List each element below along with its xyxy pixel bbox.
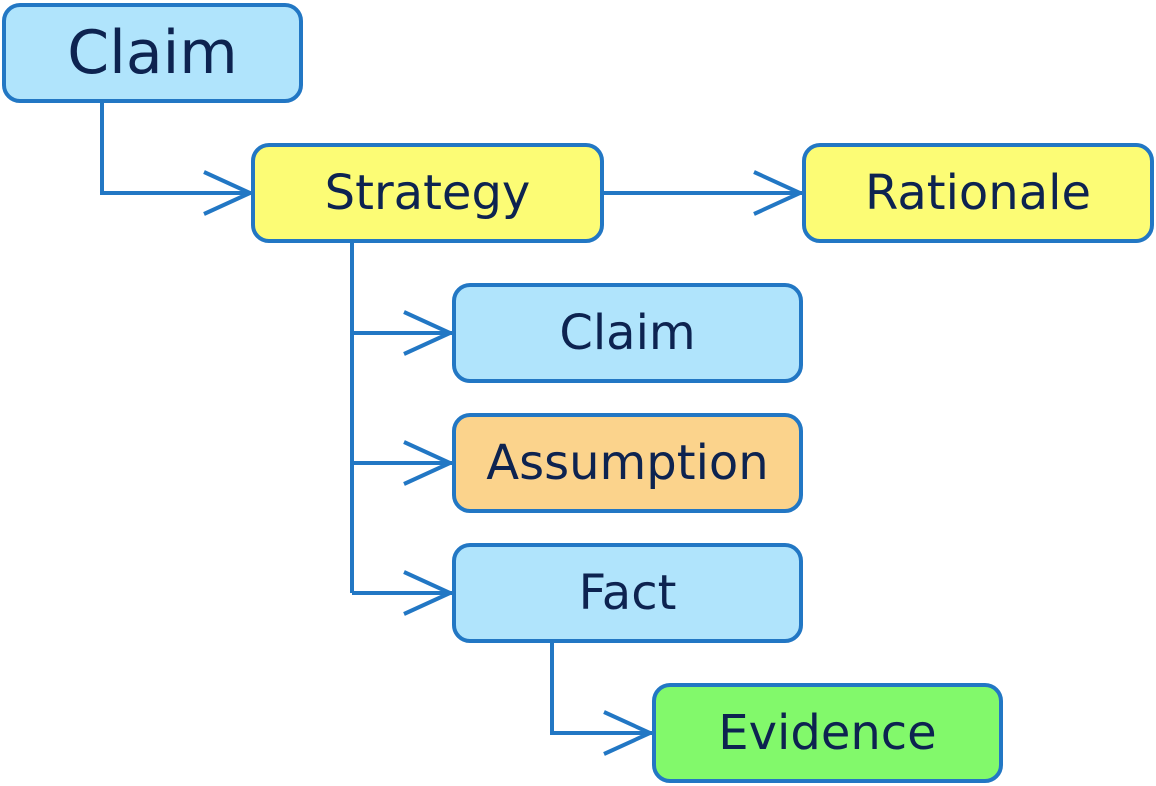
node-assumption-label: Assumption (486, 435, 769, 491)
node-root-claim: Claim (2, 3, 303, 103)
node-fact-label: Fact (578, 565, 677, 621)
node-strategy: Strategy (251, 143, 604, 243)
arrowhead-claim-to-strategy (203, 170, 255, 216)
node-rationale-label: Rationale (865, 165, 1091, 221)
node-evidence: Evidence (652, 683, 1003, 783)
node-sub-claim-label: Claim (559, 305, 696, 361)
edge-claim-to-strategy (100, 102, 252, 195)
node-assumption: Assumption (452, 413, 803, 513)
node-rationale: Rationale (802, 143, 1154, 243)
node-strategy-label: Strategy (324, 165, 531, 221)
arrowhead-strategy-to-sub-claim (403, 310, 455, 356)
node-root-claim-label: Claim (67, 18, 238, 88)
arrowhead-strategy-to-fact (403, 570, 455, 616)
edge-fact-to-evidence (550, 642, 652, 735)
arrowhead-fact-to-evidence (603, 710, 655, 756)
node-fact: Fact (452, 543, 803, 643)
node-sub-claim: Claim (452, 283, 803, 383)
node-evidence-label: Evidence (718, 705, 937, 761)
arrowhead-strategy-to-rationale (753, 170, 805, 216)
arrowhead-strategy-to-assumption (403, 440, 455, 486)
